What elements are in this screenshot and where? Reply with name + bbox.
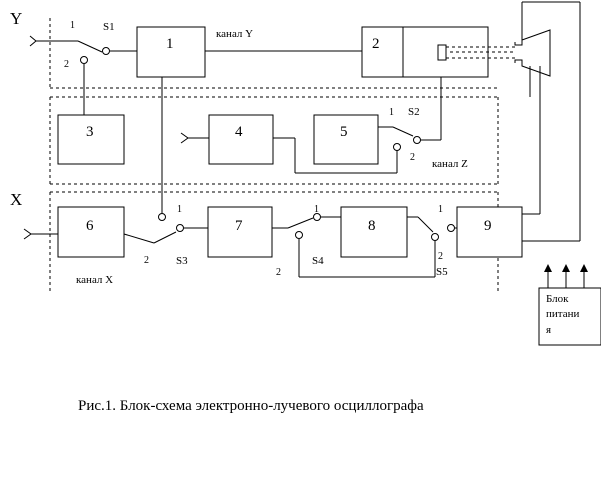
power-supply-block [538,287,601,346]
block-6-label: 6 [86,218,94,234]
switch-s1-pos1: 1 [70,20,75,31]
switch-s1-contact-1 [102,47,110,55]
block-7-label: 7 [235,218,243,234]
switch-s2-blade [392,126,414,137]
block-1 [136,26,206,78]
switch-s4-blade [287,217,314,229]
switch-s4-pos2: 2 [276,267,281,278]
block-9-label: 9 [484,218,492,234]
switch-s2-pos2: 2 [410,152,415,163]
switch-s2-pos1: 1 [389,107,394,118]
block-3-label: 3 [86,124,94,140]
block-9 [456,206,523,258]
block-5-label: 5 [340,124,348,140]
block-4-label: 4 [235,124,243,140]
input-y-label: Y [10,9,22,28]
switch-s3-name: S3 [176,255,188,267]
switch-s5-contact-1 [447,224,455,232]
switch-s2-contact-2 [393,143,401,151]
block-3 [57,114,125,165]
channel-z-label: канал Z [432,158,468,170]
switch-s3-contact-1 [158,213,166,221]
input-x-arrow [23,228,32,240]
figure-caption: Рис.1. Блок-схема электронно-лучевого ос… [78,398,424,414]
switch-s3-pos2: 2 [144,255,149,266]
block-8-label: 8 [368,218,376,234]
switch-s4-contact-2 [295,231,303,239]
channel-y-label: канал Y [216,28,253,40]
power-supply-line1: Блок [546,293,569,305]
switch-s1-contact-2 [80,56,88,64]
switch-s5-contact-2 [431,233,439,241]
block-2 [361,26,489,78]
power-supply-arrows-icon [544,264,588,288]
switch-s3-contact-2 [176,224,184,232]
switch-s5-pos1: 1 [438,204,443,215]
switch-s2-contact-1 [413,136,421,144]
switch-s4-pos1: 1 [314,204,319,215]
switch-s3-pos1: 1 [177,204,182,215]
block-8 [340,206,408,258]
switch-s5-name: S5 [436,266,448,278]
switch-s5-blade [417,216,434,233]
power-supply-line3: я [546,324,551,336]
switch-s1-name: S1 [103,21,115,33]
block-1-label: 1 [166,36,174,52]
switch-s4-name: S4 [312,255,324,267]
switch-s1-blade [77,40,103,53]
power-supply-line2: питани [546,308,579,320]
block-5 [313,114,379,165]
switch-s4-contact-1 [313,213,321,221]
block-2-label: 2 [372,36,380,52]
input-y-arrow [29,35,37,47]
input-4-arrow [180,132,189,144]
block-6 [57,206,125,258]
electron-gun-icon [437,44,515,61]
switch-s3-blade [153,231,177,244]
block-4 [208,114,274,165]
input-x-label: X [10,190,22,209]
switch-s2-name: S2 [408,106,420,118]
switch-s5-pos2: 2 [438,251,443,262]
switch-s1-pos2: 2 [64,59,69,70]
block-7 [207,206,273,258]
crt-screen-icon [514,29,551,77]
channel-x-label: канал X [76,274,113,286]
